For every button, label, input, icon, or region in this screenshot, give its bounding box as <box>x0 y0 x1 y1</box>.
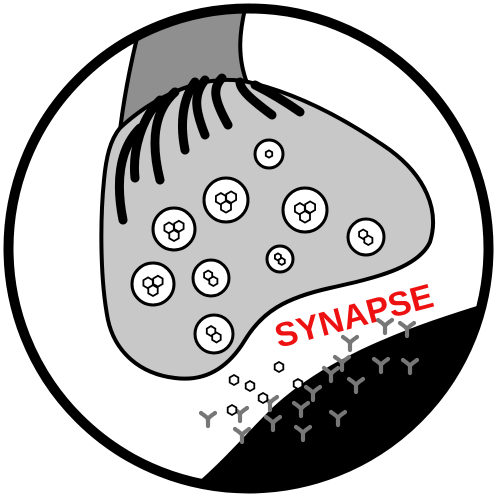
y-receptor-icon <box>371 356 391 375</box>
y-receptor-icon <box>293 424 313 443</box>
microtubule-fibres <box>114 73 305 225</box>
hexagon-molecule-icon <box>273 360 285 374</box>
y-receptor-icon <box>332 354 352 373</box>
vesicle-icon <box>281 186 329 234</box>
vesicle-icon <box>191 258 231 298</box>
hexagon-molecule-icon <box>264 149 274 159</box>
y-receptor-icon <box>328 409 348 428</box>
y-receptor-icon <box>263 414 283 433</box>
hexagon-molecule-icon <box>220 200 232 214</box>
hexagon-molecule-icon <box>208 275 219 288</box>
y-receptor-icon <box>346 376 366 395</box>
hexagon-molecule-icon <box>363 234 374 247</box>
vesicle-icon <box>346 217 386 257</box>
hexagon-molecule-icon <box>225 190 238 204</box>
hexagon-molecule-icon <box>173 219 185 233</box>
vesicle-icon <box>151 206 197 252</box>
hexagon-molecule-icon <box>147 284 159 298</box>
vesicle-icon <box>265 244 295 274</box>
outer-ring <box>3 3 494 494</box>
hexagon-molecule-icon <box>211 331 222 344</box>
microtubule-fibre <box>114 123 145 225</box>
hexagon-molecule-icon <box>292 377 304 391</box>
y-receptor-icon <box>397 320 417 339</box>
vesicle-icon <box>193 313 235 355</box>
y-receptor-icon <box>198 410 218 429</box>
y-receptor-icon <box>321 365 341 384</box>
vesicles <box>130 138 386 355</box>
microtubule-fibre <box>192 75 210 140</box>
hexagon-molecule-icon <box>152 274 164 288</box>
hexagon-molecule-icon <box>228 373 240 387</box>
y-receptor-icon <box>291 400 311 419</box>
y-receptor-icon <box>375 317 395 336</box>
vesicle-icon <box>130 261 176 307</box>
microtubule-fibre <box>129 95 165 183</box>
hexagon-molecule-icon <box>226 403 238 417</box>
microtubule-fibre <box>211 73 233 130</box>
hexagon-molecule-icon <box>299 210 311 224</box>
released-neurotransmitters <box>226 360 304 417</box>
hexagon-molecule-icon <box>244 379 256 393</box>
hexagon-molecule-icon <box>277 256 286 266</box>
vesicle-icon <box>253 138 285 170</box>
receptors <box>198 317 420 445</box>
microtubule-fibre <box>177 77 200 155</box>
presynaptic-terminal <box>99 77 436 381</box>
microtubule-fibre <box>235 77 277 120</box>
vesicle-icon <box>202 176 250 224</box>
microtubule-fibre <box>150 87 180 185</box>
y-receptor-icon <box>400 357 420 376</box>
y-receptor-icon <box>303 384 323 403</box>
y-receptor-icon <box>232 426 252 445</box>
microtubule-fibre <box>250 80 305 117</box>
y-receptor-icon <box>340 334 360 353</box>
hexagon-molecule-icon <box>257 391 269 405</box>
hexagon-molecule-icon <box>168 229 180 243</box>
hexagon-molecule-icon <box>304 200 317 214</box>
